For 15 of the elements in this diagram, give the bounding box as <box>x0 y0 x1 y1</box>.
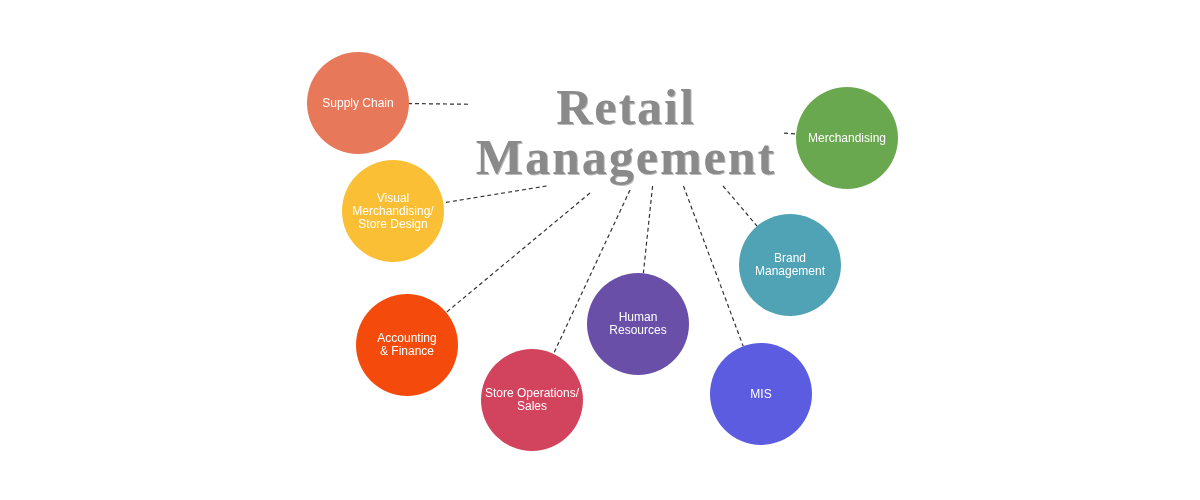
circle-label: Brand Management <box>753 252 826 278</box>
dashed-connector <box>642 185 654 274</box>
dashed-connector <box>722 185 758 227</box>
circle-label: Merchandising <box>806 131 887 145</box>
dashed-connector <box>552 189 631 355</box>
dashed-connector <box>783 132 797 135</box>
circle-label: Accounting & Finance <box>376 332 438 358</box>
dashed-connector <box>445 192 591 313</box>
circle-label: Human Resources <box>608 311 668 337</box>
dashed-connector <box>408 103 469 105</box>
circle-label: Store Operations/ Sales <box>484 387 580 413</box>
dashed-connector <box>682 185 744 347</box>
circle-label: Visual Merchandising/ Store Design <box>351 191 435 231</box>
circle-label: Supply Chain <box>321 96 395 110</box>
circle-label: MIS <box>749 387 773 401</box>
